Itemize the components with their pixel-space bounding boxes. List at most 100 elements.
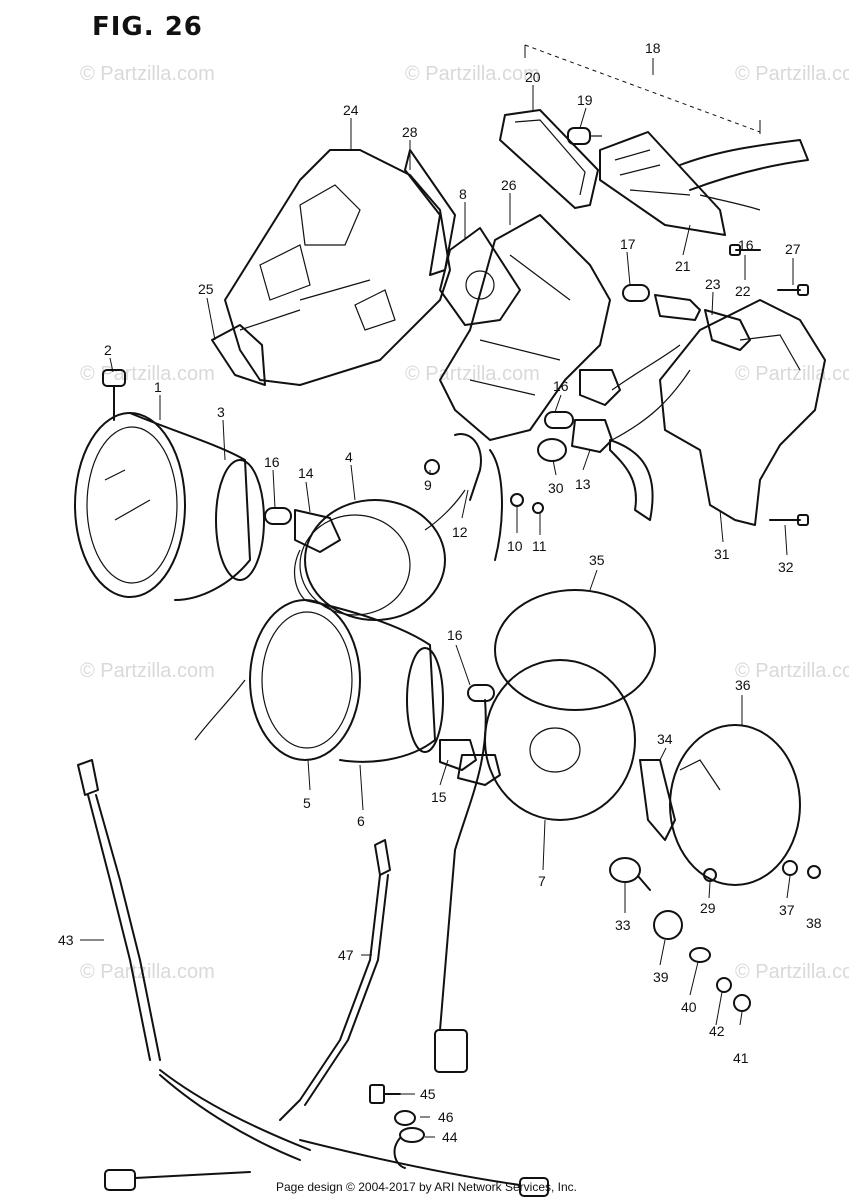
watermark: © Partzilla.com — [735, 660, 849, 682]
part-washer-46 — [394, 1110, 416, 1126]
part-cup-7 — [484, 659, 636, 821]
callout-13: 13 — [575, 476, 591, 492]
leader-lines — [80, 58, 794, 1138]
watermark: © Partzilla.com — [735, 961, 849, 983]
part-socket-15 — [434, 699, 501, 1073]
callout-42: 42 — [709, 1023, 725, 1039]
part-indicator-lens-20 — [499, 109, 599, 209]
callout-25: 25 — [198, 281, 214, 297]
callout-46: 46 — [438, 1109, 454, 1125]
part-meter-cup-4 — [299, 499, 446, 621]
callout-47: 47 — [338, 947, 354, 963]
figure-title: FIG. 26 — [92, 12, 203, 42]
part-speedometer-cable-43 — [77, 759, 311, 1191]
callout-40: 40 — [681, 999, 697, 1015]
callout-28: 28 — [402, 124, 418, 140]
part-speedometer-1 — [74, 412, 265, 601]
watermark: © Partzilla.com — [735, 63, 849, 85]
callout-16-b: 16 — [553, 378, 569, 394]
part-lower-cover-31 — [609, 299, 826, 526]
watermark: © Partzilla.com — [80, 660, 215, 682]
watermark-layer: © Partzilla.com © Partzilla.com © Partzi… — [80, 63, 849, 983]
callout-22: 22 — [735, 283, 751, 299]
part-socket-34 — [639, 759, 676, 841]
part-screw-27 — [777, 284, 809, 296]
callout-45: 45 — [420, 1086, 436, 1102]
callout-16-c: 16 — [447, 627, 463, 643]
part-bulb-16-lower — [467, 684, 495, 702]
part-nut-29 — [703, 868, 717, 882]
callout-34: 34 — [657, 731, 673, 747]
callout-20: 20 — [525, 69, 541, 85]
part-tachometer-5 — [194, 599, 444, 763]
part-washer-37 — [782, 860, 798, 876]
part-wire-12 — [424, 433, 503, 561]
callout-8: 8 — [459, 186, 467, 202]
callout-5: 5 — [303, 795, 311, 811]
callout-30: 30 — [548, 480, 564, 496]
part-socket-23 — [654, 294, 751, 351]
callout-37: 37 — [779, 902, 795, 918]
part-washer-40 — [689, 947, 711, 963]
callout-12: 12 — [452, 524, 468, 540]
part-meter-case-26 — [439, 214, 611, 441]
callout-labels: 1 2 3 4 5 6 7 8 9 10 11 12 13 14 15 16 1… — [58, 40, 822, 1145]
part-tachometer-cable-47 — [279, 839, 549, 1197]
callout-43: 43 — [58, 932, 74, 948]
part-plate-8 — [439, 227, 521, 326]
part-nut-38 — [807, 865, 821, 879]
watermark: © Partzilla.com — [80, 63, 215, 85]
callout-21: 21 — [675, 258, 691, 274]
part-cup-35 — [494, 589, 656, 711]
part-screw-22 — [729, 244, 761, 256]
callout-11: 11 — [532, 538, 547, 554]
callout-26: 26 — [501, 177, 517, 193]
part-bulb-16-left — [264, 507, 292, 525]
part-screw-32 — [769, 514, 809, 526]
callout-6: 6 — [357, 813, 365, 829]
part-bulb-17 — [622, 284, 650, 302]
callout-27: 27 — [785, 241, 801, 257]
callout-31: 31 — [714, 546, 730, 562]
callout-17: 17 — [620, 236, 636, 252]
part-cover-28 — [404, 149, 456, 276]
part-washer-10 — [510, 493, 524, 507]
part-washer-42 — [716, 977, 732, 993]
part-socket-13 — [571, 344, 691, 453]
part-washer-9 — [424, 459, 440, 475]
watermark: © Partzilla.com — [405, 363, 540, 385]
callout-16-a: 16 — [264, 454, 280, 470]
callout-32: 32 — [778, 559, 794, 575]
bracket-18 — [524, 44, 761, 134]
part-indicator-housing-36 — [669, 724, 801, 886]
part-grommet-30 — [537, 438, 567, 462]
callout-23: 23 — [705, 276, 721, 292]
part-nut-41 — [733, 994, 751, 1012]
callout-16-d: 16 — [738, 237, 754, 253]
callout-38: 38 — [806, 915, 822, 931]
watermark: © Partzilla.com — [80, 363, 215, 385]
callout-44: 44 — [442, 1129, 458, 1145]
callout-7: 7 — [538, 873, 546, 889]
part-socket-14 — [293, 509, 341, 601]
part-bulb-33 — [609, 857, 651, 891]
part-bulb-19 — [567, 127, 602, 145]
part-nut-11 — [532, 502, 544, 514]
part-clamp-44 — [393, 1127, 425, 1169]
callout-15: 15 — [431, 789, 447, 805]
callout-33: 33 — [615, 917, 631, 933]
part-bulb-16-upper — [544, 411, 574, 429]
callout-14: 14 — [298, 465, 314, 481]
callout-24: 24 — [343, 102, 359, 118]
callout-18: 18 — [645, 40, 661, 56]
callout-1: 1 — [154, 379, 162, 395]
callout-39: 39 — [653, 969, 669, 985]
callout-10: 10 — [507, 538, 523, 554]
watermark: © Partzilla.com — [405, 63, 540, 85]
part-cover-25 — [211, 324, 266, 386]
watermark: © Partzilla.com — [80, 961, 215, 983]
part-grommet-39 — [653, 910, 683, 940]
callout-9: 9 — [424, 477, 432, 493]
